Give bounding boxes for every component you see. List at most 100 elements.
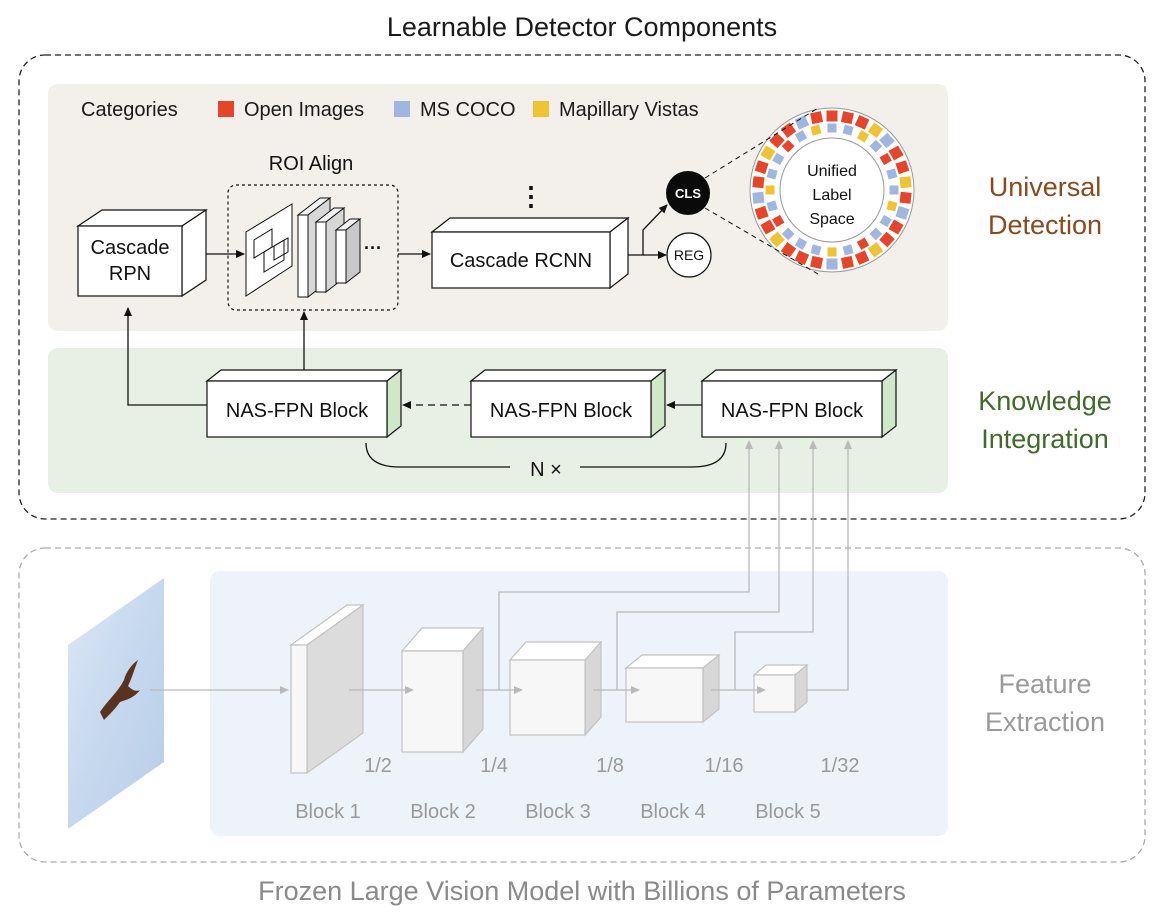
cls-label: CLS (675, 186, 701, 201)
block-label-2: Block 2 (410, 801, 476, 823)
label-space-cell (898, 175, 913, 190)
label-space-cell (780, 138, 796, 154)
label-space-cell (808, 254, 825, 271)
label-space-line2: Label (812, 187, 851, 204)
input-image (68, 578, 164, 829)
arrow-rcnn-to-cls (628, 204, 668, 256)
label-space-cell (759, 218, 777, 236)
cascade-rpn-label-2: RPN (109, 263, 151, 285)
label-space-cell (793, 113, 811, 131)
nas-fpn-block-2-label: NAS-FPN Block (490, 400, 633, 422)
label-space-cell (809, 243, 823, 257)
unified-label-space-ring (749, 107, 915, 273)
roi-align-label: ROI Align (269, 153, 353, 175)
label-space-cell (825, 109, 839, 123)
label-space-cell (793, 128, 809, 144)
section-universal-line2: Detection (988, 210, 1102, 240)
stride-label-3: 1/8 (596, 755, 624, 777)
cascade-rcnn-label: Cascade RCNN (450, 250, 592, 272)
nas-fpn-block-1 (205, 368, 403, 439)
label-space-cell (808, 109, 825, 126)
roi-ellipsis: ··· (364, 238, 382, 258)
section-feature-line1: Feature (998, 669, 1091, 699)
label-space-cell (894, 204, 911, 222)
label-space-cell (868, 138, 884, 154)
cascade-rcnn-box (430, 216, 630, 290)
reg-node (666, 232, 712, 278)
roi-feature-map-icon (245, 203, 293, 297)
section-knowledge-line2: Integration (981, 424, 1109, 454)
label-space-cell (765, 167, 779, 181)
backbone-block-1 (289, 603, 365, 775)
legend-title: Categories (81, 99, 178, 121)
cascade-rpn-box (76, 208, 208, 298)
label-space-cell (751, 175, 766, 190)
nas-fpn-block-3 (700, 368, 898, 439)
label-space-cell (826, 122, 838, 134)
label-space-cell (877, 230, 897, 249)
stride-label-1: 1/2 (364, 755, 392, 777)
label-space-line3: Space (809, 211, 854, 228)
nas-fpn-block-1-label: NAS-FPN Block (226, 400, 369, 422)
label-space-cell (767, 131, 787, 150)
label-space-cell (885, 199, 899, 213)
label-space-cell (826, 246, 838, 258)
label-space-cell (839, 109, 856, 126)
skip-block4-to-nasfpn (734, 440, 817, 690)
cls-node (666, 171, 710, 215)
frozen-model-frame (18, 547, 1146, 863)
label-space-cell (841, 243, 855, 257)
label-space-cell (751, 190, 766, 205)
arrow-nas1-to-rpn (124, 307, 207, 406)
roi-pooled-stack-icon (296, 196, 362, 299)
label-space-cell (853, 113, 871, 131)
label-space-cell (878, 151, 894, 167)
stride-label-4: 1/16 (705, 755, 744, 777)
label-space-cell (894, 158, 911, 176)
cascade-rpn-label-1: Cascade (91, 237, 170, 259)
label-space-cell (866, 240, 885, 259)
label-space-cell (855, 128, 871, 144)
backbone-block-3 (508, 640, 603, 737)
label-space-cell (825, 257, 839, 271)
label-space-cell (898, 190, 913, 205)
label-space-cell (753, 204, 770, 222)
label-space-cell (809, 123, 823, 137)
label-space-cell (753, 158, 770, 176)
zoom-line-top (704, 107, 819, 179)
label-space-cell (759, 144, 777, 162)
repeat-brace (365, 442, 727, 468)
label-space-cell (764, 184, 776, 196)
block-label-4: Block 4 (640, 801, 706, 823)
learnable-components-frame (18, 54, 1146, 520)
cascade-rcnn-vertical-dots: ⋮ (518, 181, 544, 211)
label-space-cell (855, 236, 871, 252)
label-space-cell (793, 236, 809, 252)
label-space-cell (885, 167, 899, 181)
label-space-cell (887, 144, 905, 162)
zoom-line-bottom (704, 207, 819, 275)
diagram-title: Learnable Detector Components (387, 12, 777, 42)
skip-block3-to-nasfpn (616, 440, 783, 690)
label-space-cell (767, 230, 787, 249)
ring-inner-circle (779, 137, 885, 243)
label-space-cell (868, 226, 884, 242)
stride-label-5: 1/32 (821, 755, 860, 777)
nas-fpn-block-2 (469, 368, 667, 439)
label-space-cell (765, 199, 779, 213)
label-space-cell (779, 121, 798, 140)
legend-swatch-open-images (218, 101, 234, 117)
bottom-caption: Frozen Large Vision Model with Billions … (258, 876, 906, 906)
label-space-cell (770, 151, 786, 167)
bird-silhouette (100, 660, 140, 720)
label-space-cell (839, 254, 856, 271)
label-space-cell (878, 213, 894, 229)
legend-mapillary-vistas: Mapillary Vistas (559, 99, 699, 121)
block-label-5: Block 5 (755, 801, 821, 823)
stride-label-2: 1/4 (480, 755, 508, 777)
block-label-3: Block 3 (525, 801, 591, 823)
label-space-cell (877, 131, 897, 150)
label-space-cell (888, 184, 900, 196)
block-label-1: Block 1 (295, 801, 361, 823)
